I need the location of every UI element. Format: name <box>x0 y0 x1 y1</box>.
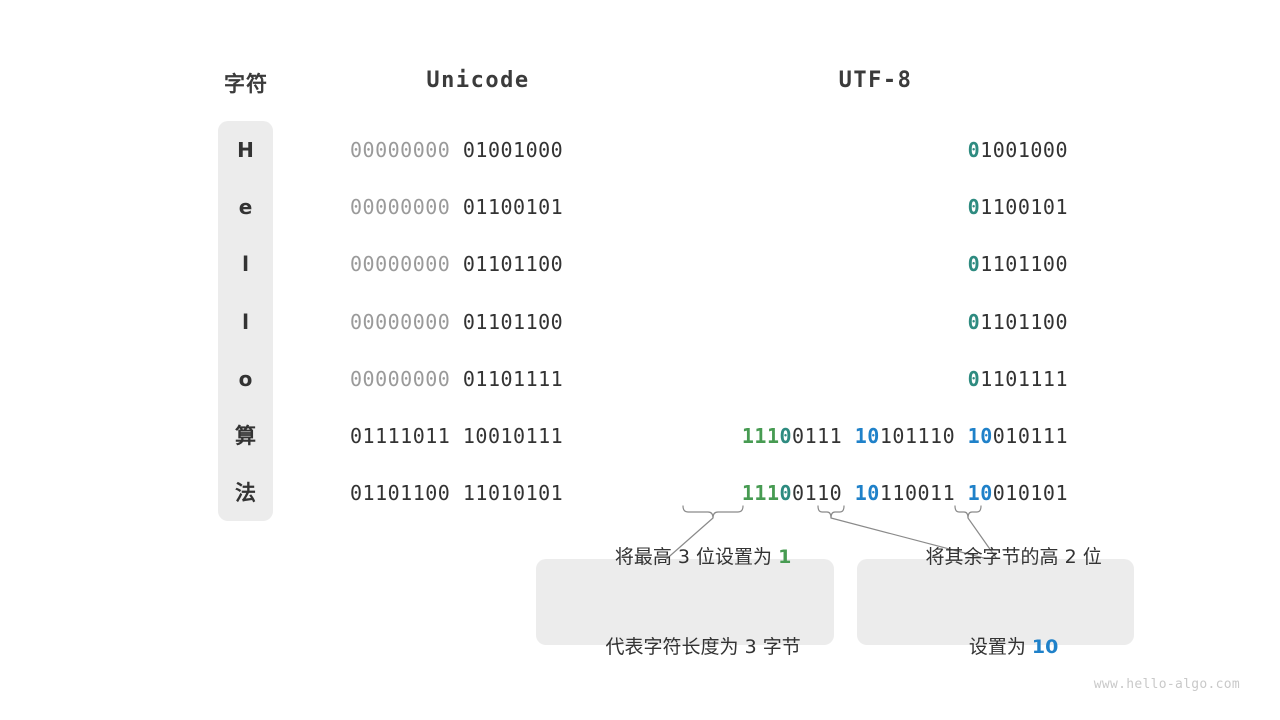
callout-1-line-1-highlight: 1 <box>778 546 792 568</box>
utf8-byte-prefix: 0 <box>967 310 981 334</box>
utf8-byte-payload: 1100101 <box>980 195 1068 219</box>
unicode-bits-cell: 00000000 01101100 <box>350 310 606 334</box>
unicode-low-byte: 01101100 <box>462 252 564 276</box>
unicode-high-byte: 00000000 <box>350 252 451 276</box>
character-cell: H <box>237 138 254 162</box>
utf8-byte-prefix: 10 <box>854 481 880 505</box>
utf8-byte-payload: 1001000 <box>980 138 1068 162</box>
callout-1-line-1: 将最高 3 位设置为 1 <box>579 512 792 602</box>
unicode-bits-cell: 01101100 11010101 <box>350 481 606 505</box>
unicode-low-byte: 01101100 <box>462 310 564 334</box>
utf8-bits-cell: 01100101 <box>683 195 1068 219</box>
utf8-byte-payload: 1101100 <box>980 252 1068 276</box>
unicode-high-byte: 01111011 <box>350 424 451 448</box>
utf8-bits-cell: 01101100 <box>683 252 1068 276</box>
callout-2-line-2-highlight: 10 <box>1031 636 1059 658</box>
column-header-unicode: Unicode <box>426 68 530 93</box>
utf8-bits-cell: 01101111 <box>683 367 1068 391</box>
callout-box-lead-byte: 将最高 3 位设置为 1 代表字符长度为 3 字节 <box>536 546 834 658</box>
character-cell: l <box>242 310 249 334</box>
column-header-utf8: UTF-8 <box>838 68 913 93</box>
unicode-low-byte: 11010101 <box>462 481 564 505</box>
character-cell: 算 <box>235 424 256 448</box>
unicode-high-byte: 00000000 <box>350 138 451 162</box>
utf8-byte-payload: 010111 <box>992 424 1068 448</box>
unicode-high-byte: 01101100 <box>350 481 451 505</box>
callout-1-line-1-text: 将最高 3 位设置为 <box>614 546 779 568</box>
character-cell: 法 <box>235 481 256 505</box>
utf8-byte-prefix: 10 <box>967 481 993 505</box>
unicode-low-byte: 01100101 <box>462 195 564 219</box>
character-column-pill <box>218 121 273 521</box>
character-cell: e <box>238 195 253 219</box>
utf8-byte-prefix: 0 <box>967 138 981 162</box>
utf8-bits-cell: 01001000 <box>683 138 1068 162</box>
utf8-byte-prefix: 111 <box>741 424 780 448</box>
callout-2-line-2: 设置为 10 <box>933 602 1059 692</box>
utf8-bits-cell: 11100110 10110011 10010101 <box>683 481 1068 505</box>
utf8-byte-payload: 0110 <box>792 481 843 505</box>
callout-1-line-2-text: 代表字符长度为 3 字节 <box>605 636 801 658</box>
unicode-high-byte: 00000000 <box>350 367 451 391</box>
unicode-bits-cell: 00000000 01101100 <box>350 252 606 276</box>
unicode-high-byte: 00000000 <box>350 195 451 219</box>
utf8-byte-payload: 110011 <box>879 481 956 505</box>
callout-box-continuation-byte: 将其余字节的高 2 位 设置为 10 <box>857 546 1134 658</box>
unicode-high-byte: 00000000 <box>350 310 451 334</box>
utf8-byte-prefix: 0 <box>967 367 981 391</box>
utf8-bits-cell: 11100111 10101110 10010111 <box>683 424 1068 448</box>
watermark: www.hello-algo.com <box>1093 677 1240 692</box>
column-header-character: 字符 <box>224 72 268 96</box>
callout-2-line-1-text: 将其余字节的高 2 位 <box>925 546 1102 568</box>
unicode-bits-cell: 00000000 01100101 <box>350 195 606 219</box>
utf8-byte-payload: 1101111 <box>980 367 1068 391</box>
utf8-byte-prefix: 0 <box>967 252 981 276</box>
utf8-byte-prefix: 10 <box>854 424 880 448</box>
unicode-low-byte: 01001000 <box>462 138 564 162</box>
utf8-byte-prefix-terminator: 0 <box>779 481 793 505</box>
callout-2-line-1: 将其余字节的高 2 位 <box>889 512 1102 602</box>
utf8-bits-cell: 01101100 <box>683 310 1068 334</box>
utf8-byte-payload: 010101 <box>992 481 1068 505</box>
utf8-byte-prefix: 111 <box>741 481 780 505</box>
utf8-byte-payload: 1101100 <box>980 310 1068 334</box>
utf8-byte-prefix: 0 <box>967 195 981 219</box>
unicode-low-byte: 01101111 <box>462 367 564 391</box>
utf8-byte-prefix: 10 <box>967 424 993 448</box>
callout-2-line-2-text: 设置为 <box>968 636 1032 658</box>
unicode-bits-cell: 00000000 01101111 <box>350 367 606 391</box>
unicode-bits-cell: 01111011 10010111 <box>350 424 606 448</box>
utf8-byte-payload: 0111 <box>792 424 843 448</box>
utf8-byte-payload: 101110 <box>879 424 956 448</box>
utf8-byte-prefix-terminator: 0 <box>779 424 793 448</box>
callout-1-line-2: 代表字符长度为 3 字节 <box>569 602 801 692</box>
character-cell: o <box>238 367 253 391</box>
unicode-low-byte: 10010111 <box>462 424 564 448</box>
character-cell: l <box>242 252 249 276</box>
unicode-bits-cell: 00000000 01001000 <box>350 138 606 162</box>
